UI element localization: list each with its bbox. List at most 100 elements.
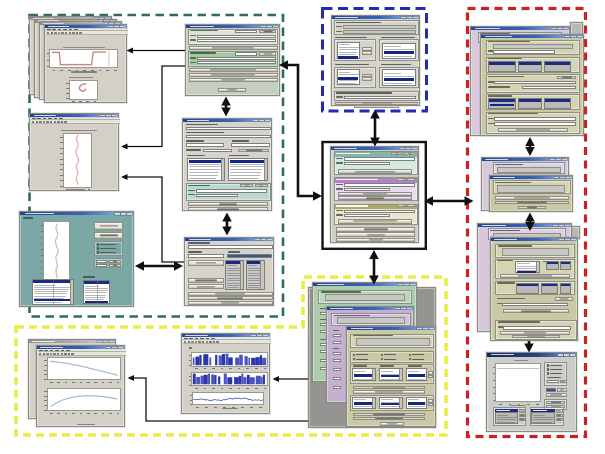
minimize-icon [554, 176, 559, 179]
y-tick-label [40, 260, 44, 262]
listbox [488, 61, 516, 73]
list-row-text [381, 371, 393, 373]
y-tick-label [492, 386, 496, 388]
push-button [354, 105, 399, 108]
list-row-text [338, 51, 358, 53]
toolbar-icon [50, 31, 53, 35]
menu-item-smudge [53, 118, 58, 120]
maximize-icon [112, 346, 117, 349]
button-label-smudge [366, 197, 384, 200]
text-field [344, 161, 390, 166]
window-variables-selection-dialog [331, 15, 420, 108]
minimize-icon [417, 327, 422, 330]
label-text [190, 35, 196, 37]
maximize-icon [556, 158, 561, 161]
list-selected-row [33, 298, 70, 302]
listbox [379, 396, 403, 409]
label-text [320, 339, 326, 341]
list-scrollbar [220, 158, 224, 180]
signal-burst [244, 355, 248, 365]
maximize-icon [560, 176, 565, 179]
group-panel [544, 398, 567, 411]
y-tick-label [492, 366, 496, 368]
y-tick-label [44, 374, 47, 376]
x-tick-label [98, 69, 102, 71]
signal-burst [241, 374, 244, 385]
list-row-text [408, 373, 427, 375]
button-label-smudge [363, 193, 387, 195]
axes-plot [496, 364, 540, 401]
x-tick-label [263, 368, 267, 370]
radio-label [99, 247, 116, 250]
y-tick-label [66, 98, 69, 100]
push-button [559, 380, 567, 384]
maximize-icon [106, 114, 111, 117]
listbox [382, 69, 416, 87]
list-selected-row [353, 402, 372, 405]
radio-label [412, 354, 425, 356]
y-tick-label [60, 153, 63, 155]
label-text [190, 52, 216, 54]
label-text [336, 162, 343, 164]
list-selected-row [380, 402, 399, 406]
list-row-text [533, 419, 554, 421]
list-row-text [34, 288, 70, 290]
push-button [335, 101, 418, 105]
readonly-text-field [497, 166, 561, 174]
listbox [494, 412, 518, 424]
x-tick-label [241, 406, 244, 408]
minimize-icon [255, 238, 260, 241]
titlebar [20, 212, 133, 216]
label-text [83, 276, 95, 278]
toolbar-icon [71, 352, 74, 355]
signal-spike [224, 373, 226, 375]
list-header [489, 62, 515, 65]
list-row-text [384, 49, 414, 51]
list-row-text [227, 267, 244, 269]
y-tick-label [44, 395, 47, 397]
titlebar-text [317, 283, 344, 286]
toolbar-icon [53, 120, 56, 124]
group-panel [350, 351, 434, 363]
list-row-text [230, 166, 264, 168]
x-tick-label [64, 412, 68, 414]
list-row-text [189, 166, 221, 168]
plot-curve [50, 361, 118, 375]
x-tick-label [109, 412, 112, 414]
close-icon [105, 17, 110, 20]
signal-burst [238, 376, 242, 385]
maximize-icon [565, 238, 570, 241]
readonly-text-field [502, 248, 569, 256]
push-button [397, 178, 415, 182]
close-icon [267, 238, 272, 241]
button-label-smudge [366, 233, 385, 236]
list-scrollbar [371, 369, 375, 381]
list-selected-row [188, 160, 221, 163]
list-row-text [34, 291, 69, 293]
close-icon [571, 238, 576, 241]
x-tick-label [212, 368, 215, 370]
push-button [240, 184, 253, 188]
radio-label [99, 243, 116, 246]
spinner-up-button [428, 371, 433, 375]
close-icon [412, 147, 417, 150]
button-label-smudge [217, 297, 243, 299]
signal-spike [236, 356, 238, 358]
titlebar-text [38, 20, 60, 22]
signal-burst [215, 354, 218, 365]
toolbar-icon [57, 31, 61, 35]
list-row-text [533, 417, 554, 419]
y-tick-label [189, 404, 193, 406]
maximize-icon [564, 353, 569, 356]
x-tick-label [203, 368, 207, 370]
menu-item-smudge [205, 337, 210, 339]
noise-curve [193, 398, 263, 401]
y-tick-label [46, 59, 50, 61]
button-label-smudge [403, 205, 409, 207]
signal-burst [255, 356, 260, 365]
toolbar-icon [64, 120, 67, 124]
menu-item-smudge [184, 337, 188, 339]
label-text [336, 96, 343, 98]
x-tick-label [220, 388, 224, 390]
maximize-icon [423, 327, 428, 330]
